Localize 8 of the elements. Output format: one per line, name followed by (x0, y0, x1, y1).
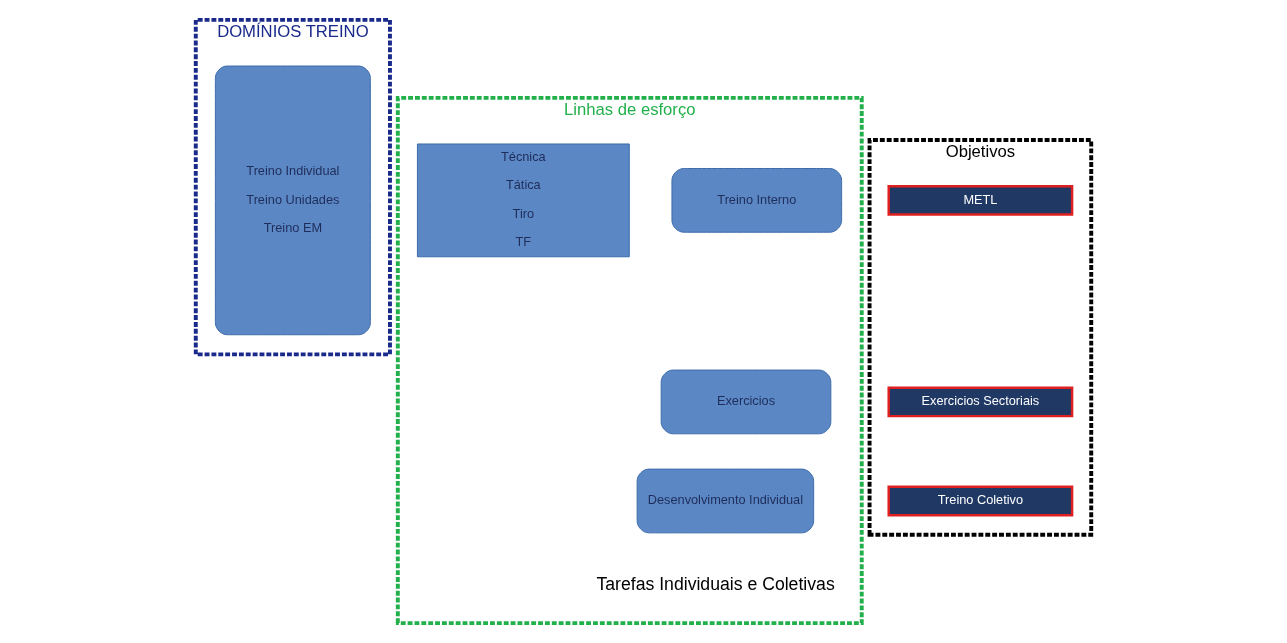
node-box: Exercicios Sectoriais (887, 386, 1074, 418)
node-box: Desenvolvimento Individual (636, 468, 815, 534)
node-box: Exercicios (660, 369, 832, 435)
node-box: METL (887, 184, 1074, 216)
node-box: Treino Individual Treino Unidades Treino EM (214, 65, 371, 336)
node-box: Técnica Tática Tiro TF (416, 143, 630, 258)
node-box: Treino Interno (671, 168, 843, 233)
node-box: Treino Coletivo (887, 485, 1074, 517)
